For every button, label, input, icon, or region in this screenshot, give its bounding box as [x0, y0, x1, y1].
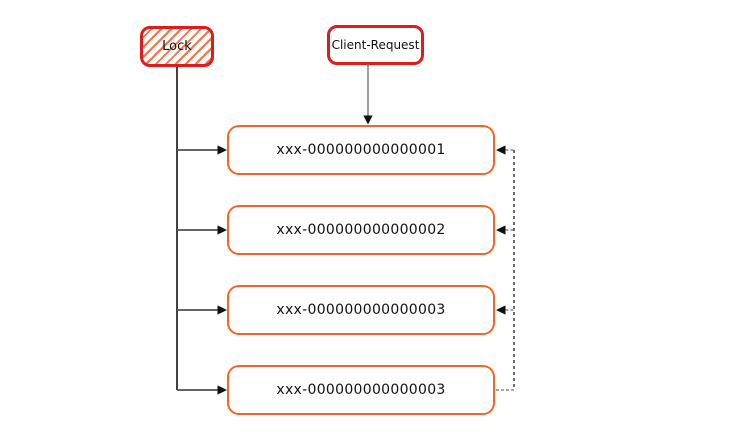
arrowhead-left-2	[496, 225, 506, 235]
lock-label: Lock	[162, 39, 192, 54]
feedback-stub-dashed-lines	[496, 149, 514, 391]
lock-node: Lock	[140, 26, 214, 67]
arrowhead-right-4	[217, 385, 227, 395]
arrowhead-left-1	[496, 145, 506, 155]
record-node-1: xxx-000000000000001	[227, 125, 495, 175]
arrowhead-down-client	[363, 115, 373, 125]
record-node-3: xxx-000000000000003	[227, 285, 495, 335]
client-request-label: Client-Request	[331, 38, 420, 52]
client-request-node: Client-Request	[327, 25, 424, 65]
arrowhead-right-2	[217, 225, 227, 235]
record-node-2: xxx-000000000000002	[227, 205, 495, 255]
record-node-label: xxx-000000000000003	[276, 302, 446, 318]
arrowhead-left-3	[496, 305, 506, 315]
record-node-label: xxx-000000000000001	[276, 142, 446, 158]
arrowhead-right-3	[217, 305, 227, 315]
record-node-4: xxx-000000000000003	[227, 365, 495, 415]
lock-branch-lines	[177, 149, 219, 391]
record-node-label: xxx-000000000000003	[276, 382, 446, 398]
arrowhead-right-1	[217, 145, 227, 155]
record-node-label: xxx-000000000000002	[276, 222, 446, 238]
